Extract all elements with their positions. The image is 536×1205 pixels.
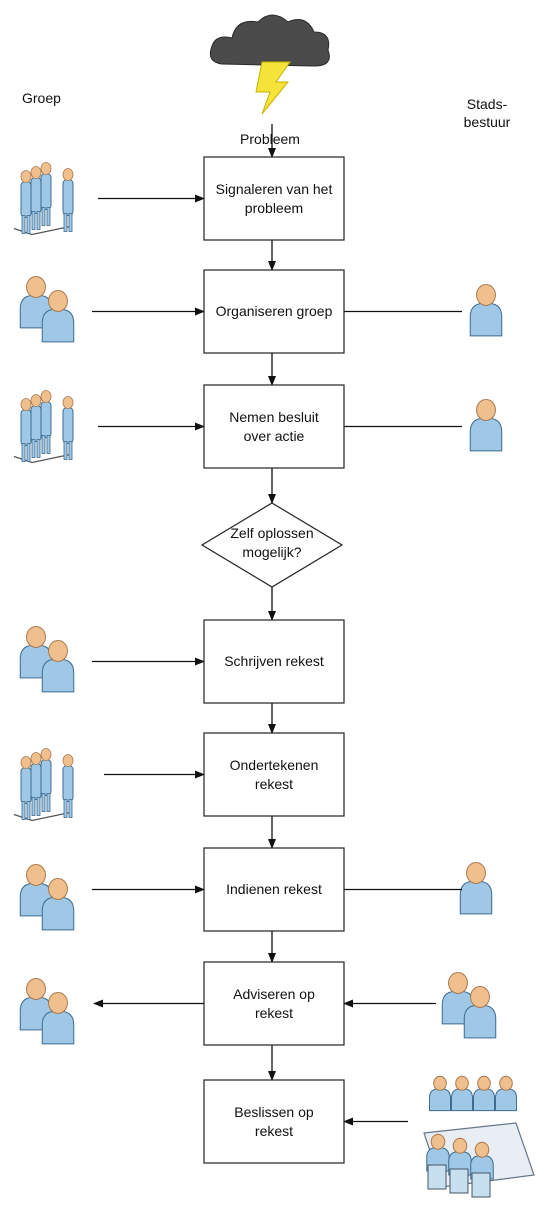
standing-person-icon xyxy=(20,398,32,462)
person-icon xyxy=(495,1075,517,1112)
lane-label-city-council: Stads- bestuur xyxy=(463,96,511,130)
standing-person-icon xyxy=(62,168,74,232)
group-icon xyxy=(19,863,75,931)
person-icon xyxy=(469,398,503,452)
person-icon xyxy=(469,398,503,452)
group-icon xyxy=(13,162,74,236)
standing-person-icon xyxy=(20,170,32,234)
nodes-layer xyxy=(200,156,345,1164)
standing-person-icon xyxy=(62,754,74,818)
icons-layer xyxy=(13,14,535,1198)
lane-label-group: Groep xyxy=(22,90,61,106)
person-icon xyxy=(473,1075,495,1112)
standing-person-icon xyxy=(62,396,74,460)
standing-person-icon xyxy=(40,748,52,812)
person-icon xyxy=(41,877,75,931)
process-box xyxy=(203,1079,345,1164)
group-icon xyxy=(441,971,497,1039)
person-icon xyxy=(41,639,75,693)
person-icon xyxy=(459,861,493,915)
process-box xyxy=(203,732,345,817)
person-icon xyxy=(469,283,503,337)
standing-person-icon xyxy=(20,756,32,820)
standing-person-icon xyxy=(40,162,52,226)
process-box xyxy=(203,269,345,354)
group-icon xyxy=(13,390,74,464)
process-box xyxy=(203,156,345,241)
group-icon xyxy=(19,275,75,343)
standing-person-icon xyxy=(40,390,52,454)
person-icon xyxy=(469,283,503,337)
connectors-layer xyxy=(92,124,462,1126)
process-box xyxy=(203,961,345,1046)
group-icon xyxy=(13,748,74,822)
standing-person-icon xyxy=(30,752,42,816)
decision-diamond xyxy=(200,502,344,588)
process-box xyxy=(203,619,345,704)
person-icon xyxy=(41,289,75,343)
council-meeting-icon xyxy=(423,1075,535,1198)
process-box xyxy=(203,847,345,932)
person-icon xyxy=(463,985,497,1039)
person-icon xyxy=(429,1075,451,1112)
standing-person-icon xyxy=(30,166,42,230)
person-icon xyxy=(451,1075,473,1112)
person-icon xyxy=(459,861,493,915)
group-icon xyxy=(19,625,75,693)
process-box xyxy=(203,384,345,469)
person-icon xyxy=(41,991,75,1045)
trigger-label: Probleem xyxy=(240,131,300,147)
standing-person-icon xyxy=(30,394,42,458)
group-icon xyxy=(19,977,75,1045)
storm-cloud-icon xyxy=(209,14,330,115)
